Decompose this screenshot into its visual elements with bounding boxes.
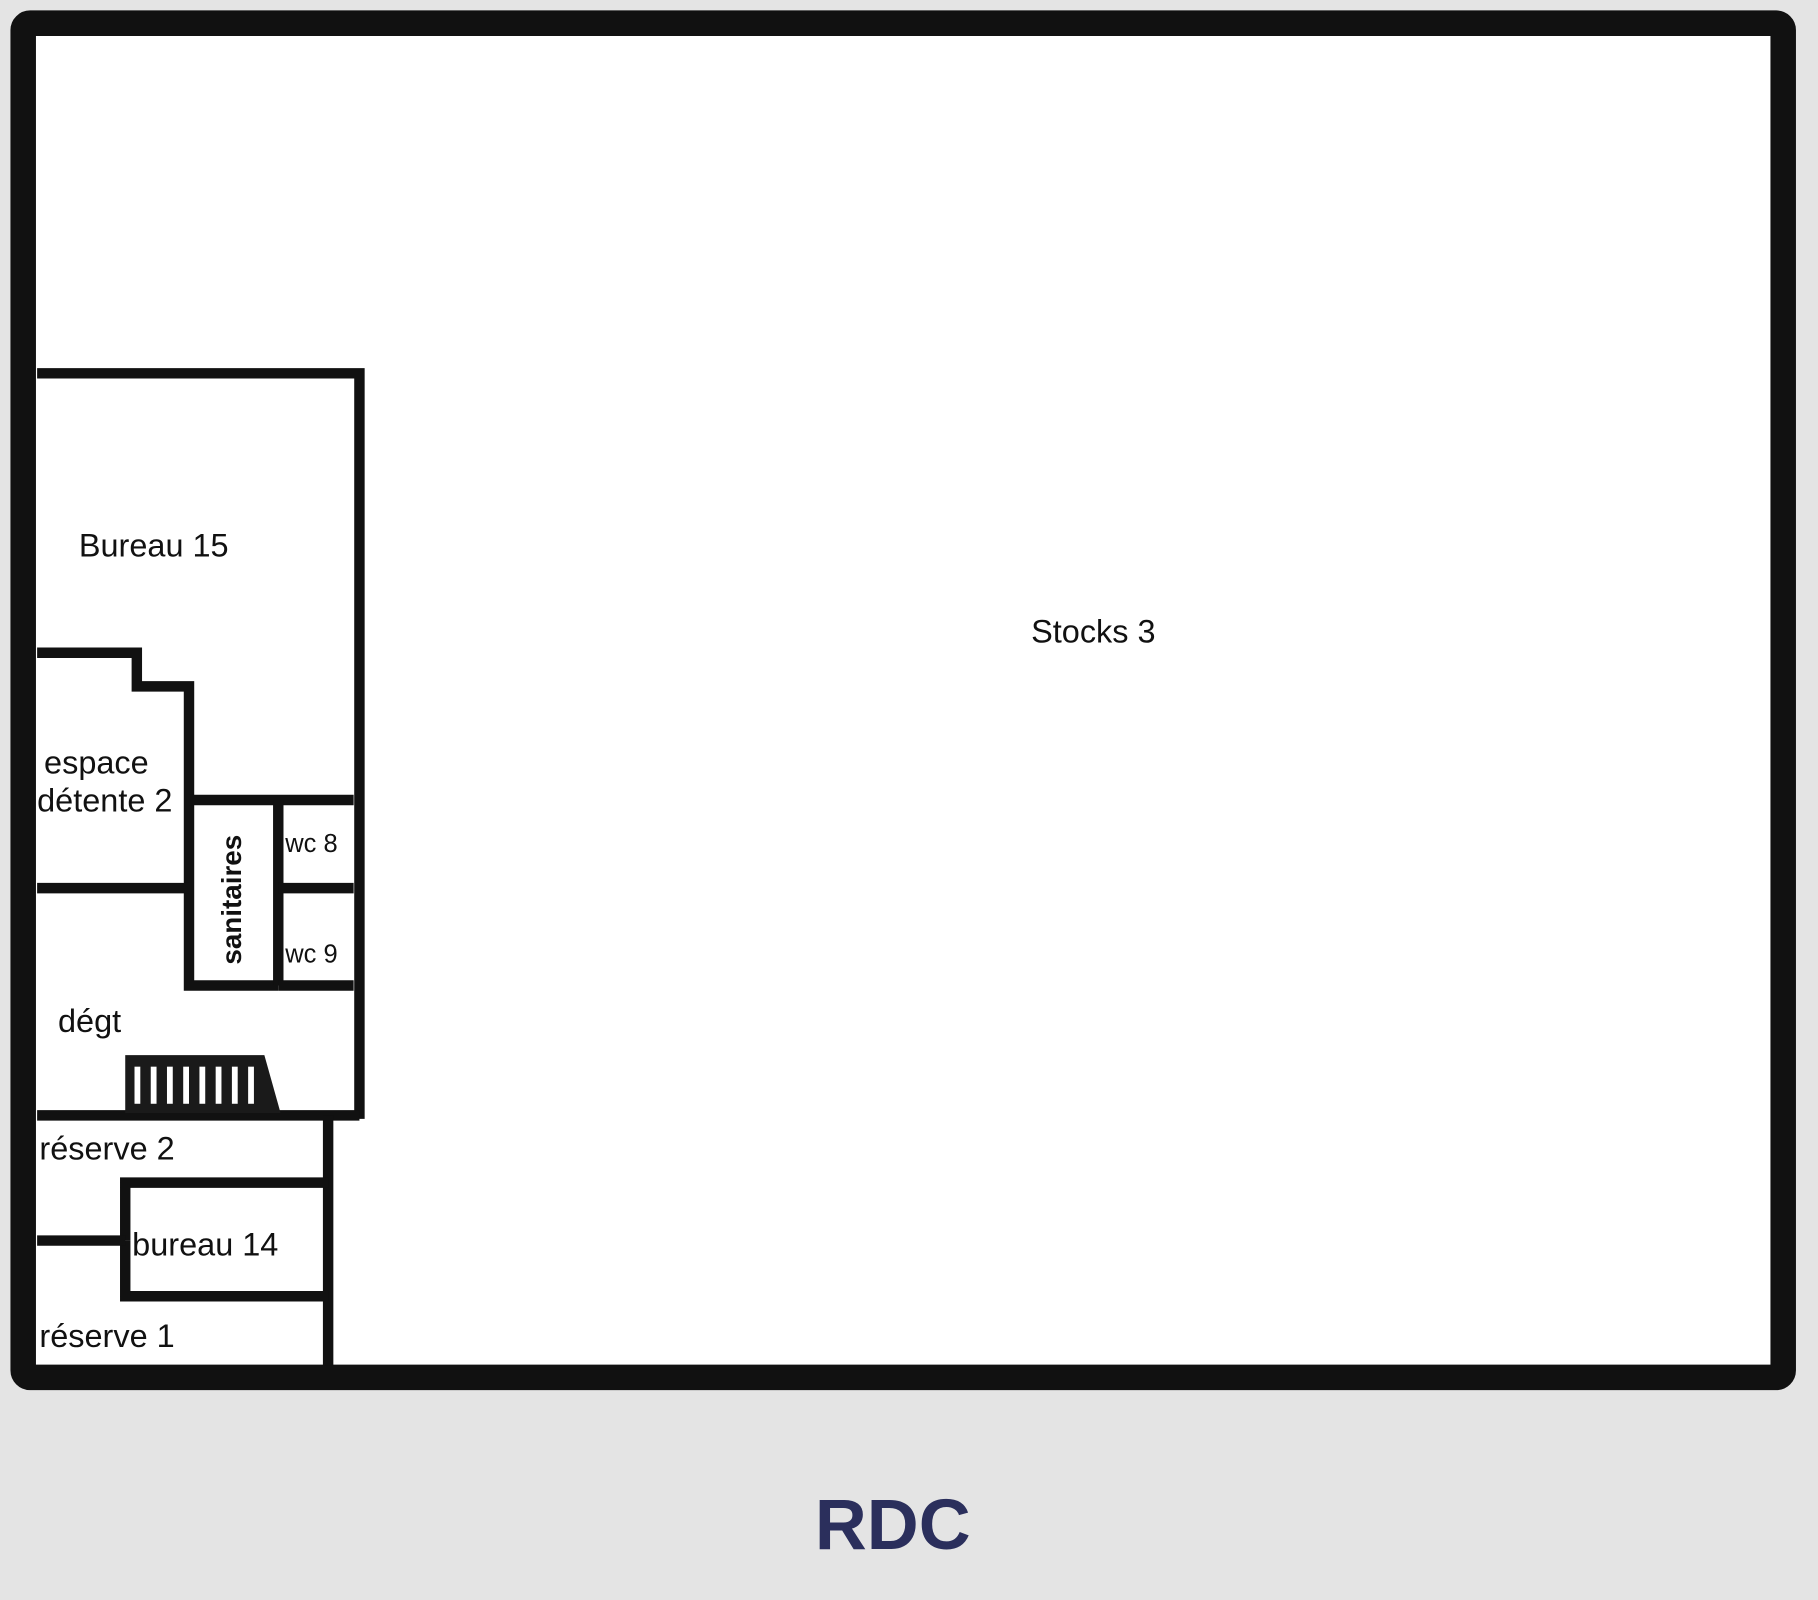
room-degt: dégt <box>58 1003 121 1039</box>
room-bureau-14: bureau 14 <box>132 1227 278 1263</box>
room-reserve-1: réserve 1 <box>39 1318 174 1354</box>
wall-espace-detente <box>37 647 279 991</box>
room-bureau-15: Bureau 15 <box>79 528 229 564</box>
staircase <box>125 1055 281 1114</box>
wall-bureau-15 <box>37 368 365 1119</box>
room-wc-9: wc 9 <box>284 940 337 968</box>
room-reserve-2: réserve 2 <box>39 1130 174 1166</box>
room-espace-line1: espace <box>44 744 149 780</box>
interior-walls <box>37 368 365 1366</box>
room-stocks-3: Stocks 3 <box>1031 613 1155 649</box>
room-wc-8: wc 8 <box>284 830 337 858</box>
room-espace-line2: détente 2 <box>37 783 172 819</box>
wall-bureau-14-bottom <box>120 1240 329 1302</box>
room-sanitaires: sanitaires <box>216 835 247 965</box>
building-outline <box>10 10 1796 1391</box>
wall-bureau-14-top <box>120 1177 329 1241</box>
floor-label: RDC <box>815 1485 971 1565</box>
